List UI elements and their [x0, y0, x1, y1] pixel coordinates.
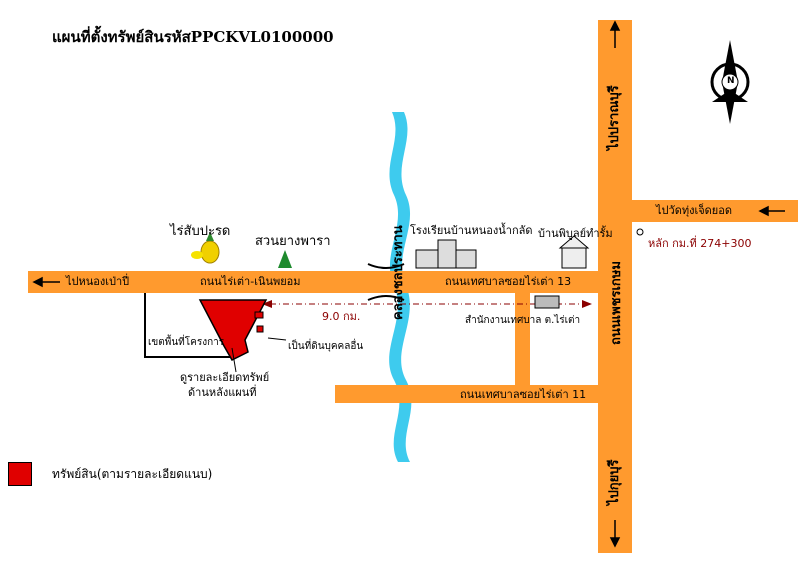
label-distance: 9.0 กม.	[322, 310, 361, 323]
km-marker-icon	[636, 228, 644, 236]
road-thesaban-soi-11	[335, 385, 605, 403]
road-highway	[598, 20, 632, 553]
label-road-rai-tao: ถนนไร่เต่า-เนินพยอม	[200, 275, 301, 288]
label-other-land: เป็นที่ดินบุคคลอื่น	[288, 341, 364, 352]
label-to-nong-pao-pi: ไปหนองเป่าปี่	[66, 275, 130, 288]
label-road-soi-13: ถนนเทศบาลซอยไร่เต่า 13	[445, 275, 572, 288]
label-highway: ถนนเพชรเกษม	[609, 261, 624, 345]
label-project-area: เขตพื้นที่โครงการ	[148, 337, 225, 348]
label-back-map: ด้านหลังแผนที่	[188, 386, 257, 399]
property-parcel	[198, 299, 268, 361]
school-building-icon	[415, 239, 477, 269]
arrow-icon	[32, 20, 785, 548]
label-to-prachuap: ไปปราณบุรี	[607, 85, 622, 150]
compass-letter: N	[727, 76, 735, 86]
label-rubber-garden: สวนยางพารา	[255, 234, 331, 249]
road-connector	[515, 293, 530, 385]
road-rai-tao-noen-phayom	[28, 271, 606, 293]
tree-icon	[278, 250, 292, 268]
label-pineapple-farm: ไร่สับปะรด	[170, 224, 231, 239]
label-school: โรงเรียนบ้านหนองน้ำกลัด	[410, 224, 533, 237]
health-center-building-icon	[558, 235, 590, 269]
label-municipal-office: สำนักงานเทศบาล ต.ไร่เต่า	[465, 315, 581, 326]
pineapple-icon	[191, 232, 220, 264]
label-see-details: ดูรายละเอียดทรัพย์	[180, 371, 270, 384]
compass-icon	[710, 40, 750, 124]
bridge-icon	[367, 263, 405, 301]
label-health-center: บ้านพิบูลย์ทำรั้ม	[538, 227, 613, 240]
road-to-wat	[632, 200, 798, 222]
label-km-marker: หลัก กม.ที่ 274+300	[648, 237, 752, 250]
map-title: แผนที่ตั้งทรัพย์สินรหัสPPCKVL0100000	[52, 28, 334, 46]
label-to-wat: ไปวัดทุ่งเจ็ดยอด	[656, 204, 733, 217]
project-area-outline	[144, 293, 232, 358]
label-canal: คลองชลประทาน	[391, 225, 406, 320]
label-to-phetchaburi: ไปกุยบุรี	[607, 459, 622, 505]
municipal-office-icon	[534, 295, 560, 309]
legend-label: ทรัพย์สิน(ตามรายละเอียดแนบ)	[52, 467, 213, 481]
label-road-soi-11: ถนนเทศบาลซอยไร่เต่า 11	[460, 388, 587, 401]
legend-swatch	[8, 462, 32, 486]
